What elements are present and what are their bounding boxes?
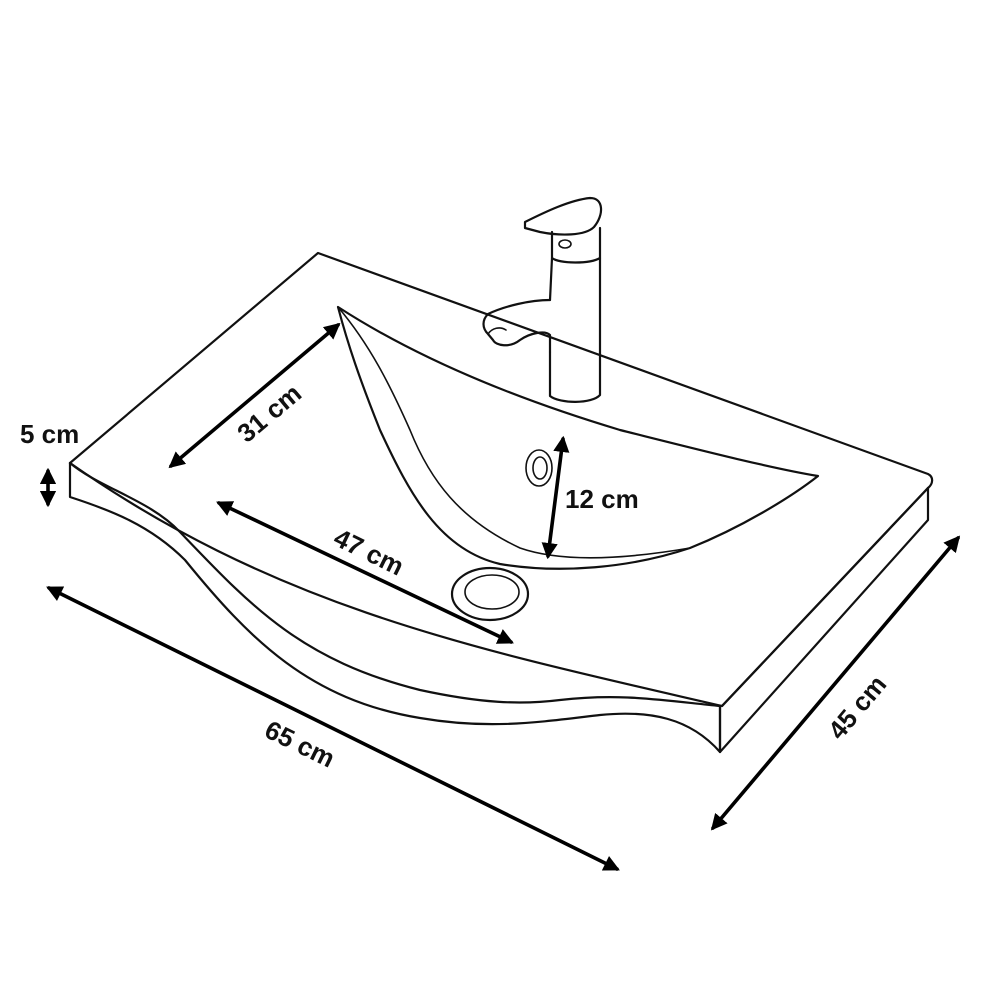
faucet-icon xyxy=(482,196,603,403)
faucet-spout xyxy=(482,298,552,354)
height-label: 5 cm xyxy=(20,419,79,449)
drain xyxy=(450,566,530,622)
width-arrow xyxy=(46,586,620,871)
faucet-body xyxy=(548,256,602,403)
basin-right-edge xyxy=(720,486,930,708)
depth-arrow xyxy=(710,535,961,831)
faucet-lever xyxy=(523,196,603,236)
bowl-width-arrow xyxy=(168,322,341,469)
overflow-hole xyxy=(525,449,553,487)
dimension-lines xyxy=(39,322,961,871)
bowl-depth-label: 12 cm xyxy=(565,484,639,514)
basin-right-face xyxy=(718,486,930,754)
bowl-depth-arrow xyxy=(541,435,570,560)
depth-label: 45 cm xyxy=(822,669,892,745)
width-label: 65 cm xyxy=(260,714,339,773)
washbasin xyxy=(68,196,934,754)
bowl-length-arrow xyxy=(216,501,514,644)
dimension-labels: 65 cm 45 cm 5 cm 47 cm 31 cm 12 cm xyxy=(20,378,892,774)
bowl-width-label: 31 cm xyxy=(231,378,307,448)
